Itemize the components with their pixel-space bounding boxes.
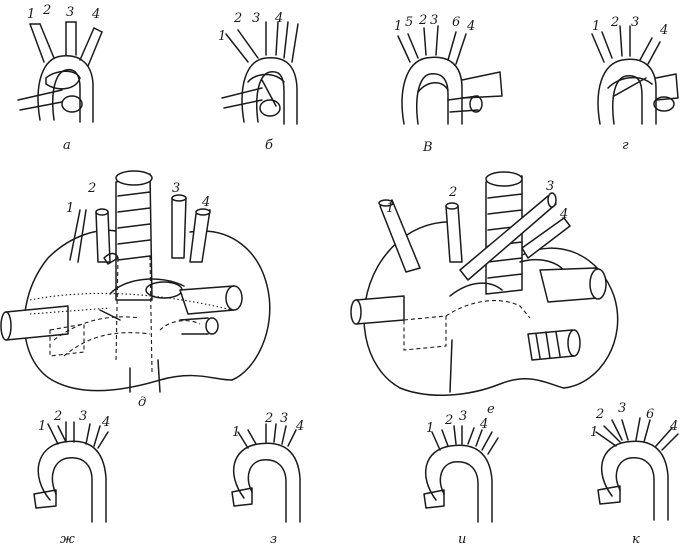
panel-d-label-1: 1 — [66, 201, 74, 216]
panel-a-label-2: 2 — [42, 3, 51, 18]
panel-i: 1 2 3 4 и — [424, 409, 498, 547]
panel-d-label-2: 2 — [87, 181, 96, 196]
panel-i-label-4: 4 — [479, 417, 488, 432]
panel-e: 1 2 3 4 е — [351, 172, 618, 417]
panel-zh-label-3: 3 — [79, 409, 87, 424]
panel-z-caption: з — [270, 532, 277, 547]
panel-g-label-2: 2 — [610, 15, 619, 30]
panel-v-caption: В — [422, 140, 433, 155]
panel-v: 1 5 2 3 6 4 В — [394, 13, 502, 155]
panel-z-label-2: 2 — [264, 411, 273, 426]
panel-e-label-3: 3 — [546, 179, 554, 194]
panel-e-label-1: 1 — [386, 201, 394, 216]
panel-b-label-1: 1 — [218, 29, 226, 44]
panel-v-label-6: 6 — [452, 15, 460, 30]
panel-v-label-2: 2 — [418, 13, 427, 28]
panel-i-caption: и — [458, 532, 466, 547]
panel-b-label-2: 2 — [233, 11, 242, 26]
panel-v-label-4: 4 — [466, 19, 475, 34]
panel-d-label-4: 4 — [201, 195, 210, 210]
panel-z-label-3: 3 — [280, 411, 288, 426]
panel-b-caption: б — [265, 138, 273, 153]
panel-e-caption: е — [487, 402, 495, 417]
panel-k-caption: к — [632, 532, 640, 547]
panel-k-label-6: 6 — [646, 407, 654, 422]
panel-g-label-1: 1 — [592, 19, 600, 34]
panel-z: 1 2 3 4 з — [232, 411, 304, 547]
panel-zh-caption: ж — [60, 532, 75, 547]
panel-e-label-4: 4 — [559, 207, 568, 222]
panel-a-caption: а — [63, 138, 71, 153]
panel-a-label-1: 1 — [27, 7, 35, 22]
panel-d-caption: д — [138, 395, 146, 410]
panel-b: 1 2 3 4 б — [218, 11, 298, 153]
panel-k-label-4: 4 — [669, 419, 678, 434]
panel-d: 1 2 3 4 д — [1, 171, 270, 410]
panel-zh-label-2: 2 — [53, 409, 62, 424]
panel-i-label-1: 1 — [426, 421, 434, 436]
panel-v-label-5: 5 — [405, 15, 413, 30]
panel-b-label-4: 4 — [274, 11, 283, 26]
panel-v-label-3: 3 — [430, 13, 438, 28]
panel-k-label-3: 3 — [618, 401, 626, 416]
panel-z-label-4: 4 — [295, 419, 304, 434]
panel-a-label-3: 3 — [66, 5, 74, 20]
panel-k-label-1: 1 — [590, 425, 598, 440]
panel-zh-label-4: 4 — [101, 415, 110, 430]
panel-d-label-3: 3 — [172, 181, 180, 196]
panel-b-label-3: 3 — [252, 11, 260, 26]
panel-g-caption: г — [622, 138, 629, 153]
panel-zh-label-1: 1 — [38, 419, 46, 434]
panel-i-label-2: 2 — [444, 413, 453, 428]
panel-i-label-3: 3 — [459, 409, 467, 424]
panel-zh: 1 2 3 4 ж — [34, 409, 110, 547]
panel-k-label-2: 2 — [595, 407, 604, 422]
panel-a: 1 2 3 4 а — [18, 3, 102, 153]
panel-g: 1 2 3 4 г — [592, 15, 678, 153]
panel-a-label-4: 4 — [91, 7, 100, 22]
panel-e-label-2: 2 — [448, 185, 457, 200]
panel-g-label-3: 3 — [631, 15, 639, 30]
panel-g-label-4: 4 — [659, 23, 668, 38]
panel-k: 2 3 1 6 4 к — [590, 401, 678, 547]
panel-z-label-1: 1 — [232, 425, 240, 440]
panel-v-label-1: 1 — [394, 19, 402, 34]
